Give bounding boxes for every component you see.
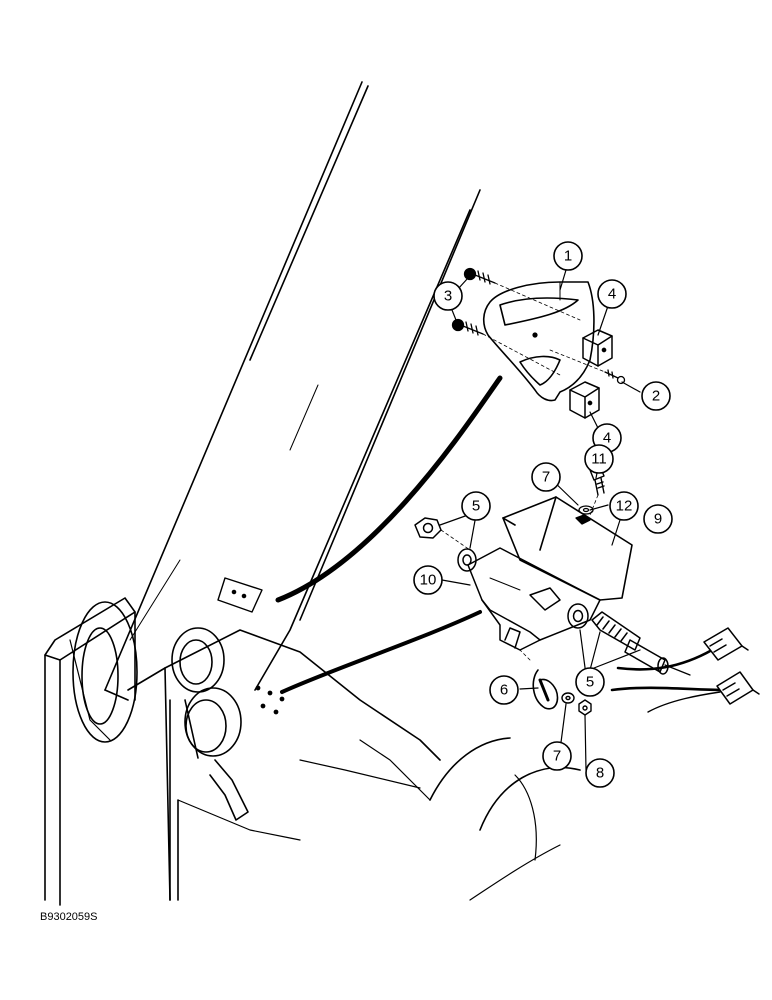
boom-bolt-plate bbox=[217, 577, 263, 613]
callout-1: 1 bbox=[553, 241, 583, 271]
screws bbox=[451, 267, 581, 376]
bracket-plate bbox=[482, 281, 595, 402]
svg-text:6: 6 bbox=[500, 682, 508, 699]
svg-text:7: 7 bbox=[553, 748, 561, 765]
callout-5-right: 5 bbox=[575, 667, 605, 697]
svg-text:1: 1 bbox=[564, 248, 572, 265]
svg-text:9: 9 bbox=[654, 511, 662, 528]
callout-12: 12 bbox=[609, 491, 639, 521]
leader-lines bbox=[439, 269, 641, 771]
callout-8: 8 bbox=[585, 758, 615, 788]
small-screw bbox=[549, 349, 626, 385]
callout-7-top: 7 bbox=[531, 462, 561, 492]
svg-text:5: 5 bbox=[586, 674, 594, 691]
svg-text:5: 5 bbox=[472, 498, 480, 515]
callout-9: 9 bbox=[643, 504, 673, 534]
upper-washer bbox=[575, 505, 594, 525]
svg-text:11: 11 bbox=[591, 451, 607, 468]
callout-6: 6 bbox=[489, 675, 519, 705]
callout-2: 2 bbox=[641, 381, 671, 411]
boom-arm bbox=[104, 81, 481, 701]
svg-text:12: 12 bbox=[616, 498, 633, 515]
callout-3: 3 bbox=[433, 281, 463, 311]
rubber-blocks bbox=[569, 329, 613, 419]
callout-5-left: 5 bbox=[461, 491, 491, 521]
boom-base bbox=[44, 597, 581, 906]
wire-harness bbox=[275, 375, 503, 694]
svg-text:4: 4 bbox=[603, 430, 611, 447]
callout-11: 11 bbox=[584, 444, 614, 474]
figure-id: B9302059S bbox=[40, 911, 98, 923]
wire-leads bbox=[610, 648, 727, 713]
switch-plate bbox=[502, 496, 633, 601]
callout-7-bottom: 7 bbox=[542, 741, 572, 771]
svg-text:7: 7 bbox=[542, 469, 550, 486]
wire-clip bbox=[519, 649, 559, 710]
lower-hardware bbox=[561, 692, 592, 716]
callout-4-top: 4 bbox=[597, 279, 627, 309]
proximity-switch bbox=[591, 611, 691, 676]
mounting-bracket bbox=[467, 547, 601, 651]
svg-text:2: 2 bbox=[652, 388, 660, 405]
callout-10: 10 bbox=[413, 565, 443, 595]
svg-text:8: 8 bbox=[596, 765, 604, 782]
svg-text:10: 10 bbox=[420, 572, 437, 589]
nuts-washers bbox=[414, 517, 589, 629]
connectors bbox=[703, 627, 760, 705]
svg-text:4: 4 bbox=[608, 286, 616, 303]
svg-text:3: 3 bbox=[444, 288, 452, 305]
